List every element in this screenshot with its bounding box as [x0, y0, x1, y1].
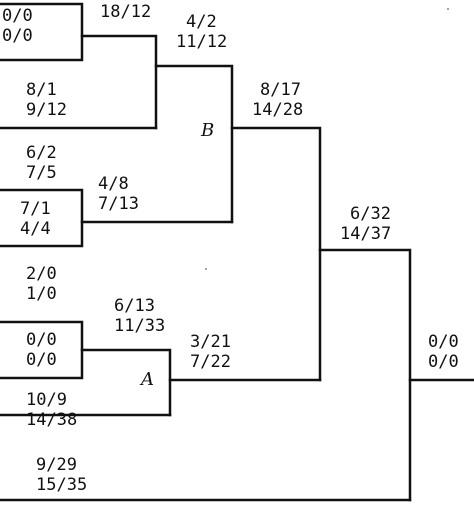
- leaf-2-label: 8/1 9/12: [26, 80, 67, 120]
- leaf-7-top: 10/9: [26, 390, 67, 410]
- node-3-bottom: 7/13: [98, 194, 139, 214]
- leaf-5-label: 2/0 1/0: [26, 264, 57, 304]
- leaf-8-top: 9/29: [36, 455, 77, 475]
- root-top: 0/0: [428, 332, 459, 352]
- leaf-4-top: 7/1: [20, 199, 51, 219]
- leaf-2-bottom: 9/12: [26, 100, 67, 120]
- node-a-bottom: 7/22: [190, 352, 231, 372]
- node-a-top: 3/21: [190, 332, 231, 352]
- scan-speck: [205, 268, 207, 270]
- node-b-top: 8/17: [260, 80, 301, 100]
- node-3-label: 4/8 7/13: [98, 174, 139, 214]
- leaf-6-top: 0/0: [26, 330, 57, 350]
- node-b-label: 8/17 14/28: [252, 80, 303, 120]
- node-1-top: 18/12: [100, 2, 152, 22]
- node-4-bottom: 11/33: [114, 316, 166, 336]
- root-label: 0/0 0/0: [428, 332, 459, 372]
- leaf-6-label: 0/0 0/0: [26, 330, 57, 370]
- node-5-top: 6/32: [350, 204, 391, 224]
- leaf-1-top: 0/0: [2, 6, 33, 26]
- leaf-4-bottom: 4/4: [20, 219, 51, 239]
- root-bottom: 0/0: [428, 352, 459, 372]
- node-b-bottom: 14/28: [252, 100, 304, 120]
- leaf-5-top: 2/0: [26, 264, 57, 284]
- leaf-4-label: 7/1 4/4: [20, 199, 51, 239]
- node-4-label: 6/13 11/33: [114, 296, 165, 336]
- node-3-top: 4/8: [98, 174, 129, 194]
- leaf-1-bottom: 0/0: [2, 26, 33, 46]
- leaf-7-bottom: 14/38: [26, 410, 78, 430]
- node-a-letter: A: [141, 369, 154, 390]
- leaf-6-bottom: 0/0: [26, 350, 57, 370]
- node-2-top: 4/2: [186, 12, 217, 32]
- leaf-2-top: 8/1: [26, 80, 57, 100]
- leaf-3-bottom: 7/5: [26, 163, 57, 183]
- leaf-8-label: 9/29 15/35: [36, 455, 87, 495]
- leaf-1-label: 0/0 0/0: [2, 6, 33, 46]
- leaf-3-label: 6/2 7/5: [26, 143, 57, 183]
- node-2-bottom: 11/12: [176, 32, 228, 52]
- node-5-label: 6/32 14/37: [340, 204, 391, 244]
- branch-node-1: [80, 34, 158, 130]
- node-b-letter: B: [201, 120, 215, 141]
- branch-leaf-1: [0, 2, 84, 62]
- node-4-top: 6/13: [114, 296, 155, 316]
- scan-speck: [447, 8, 449, 10]
- branch-node-2: [154, 64, 234, 224]
- node-2-label: 4/2 11/12: [176, 12, 227, 52]
- branch-node-4: [80, 348, 172, 417]
- node-a-label: 3/21 7/22: [190, 332, 231, 372]
- branch-node-5: [318, 248, 412, 502]
- node-1-label: 18/12: [100, 2, 151, 22]
- node-5-bottom: 14/37: [340, 224, 392, 244]
- branch-leaf-4: [0, 188, 84, 248]
- leaf-8-bottom: 15/35: [36, 475, 88, 495]
- leaf-3-top: 6/2: [26, 143, 57, 163]
- leaf-5-bottom: 1/0: [26, 284, 57, 304]
- branch-node-b: [230, 126, 322, 382]
- leaf-7-label: 10/9 14/38: [26, 390, 77, 430]
